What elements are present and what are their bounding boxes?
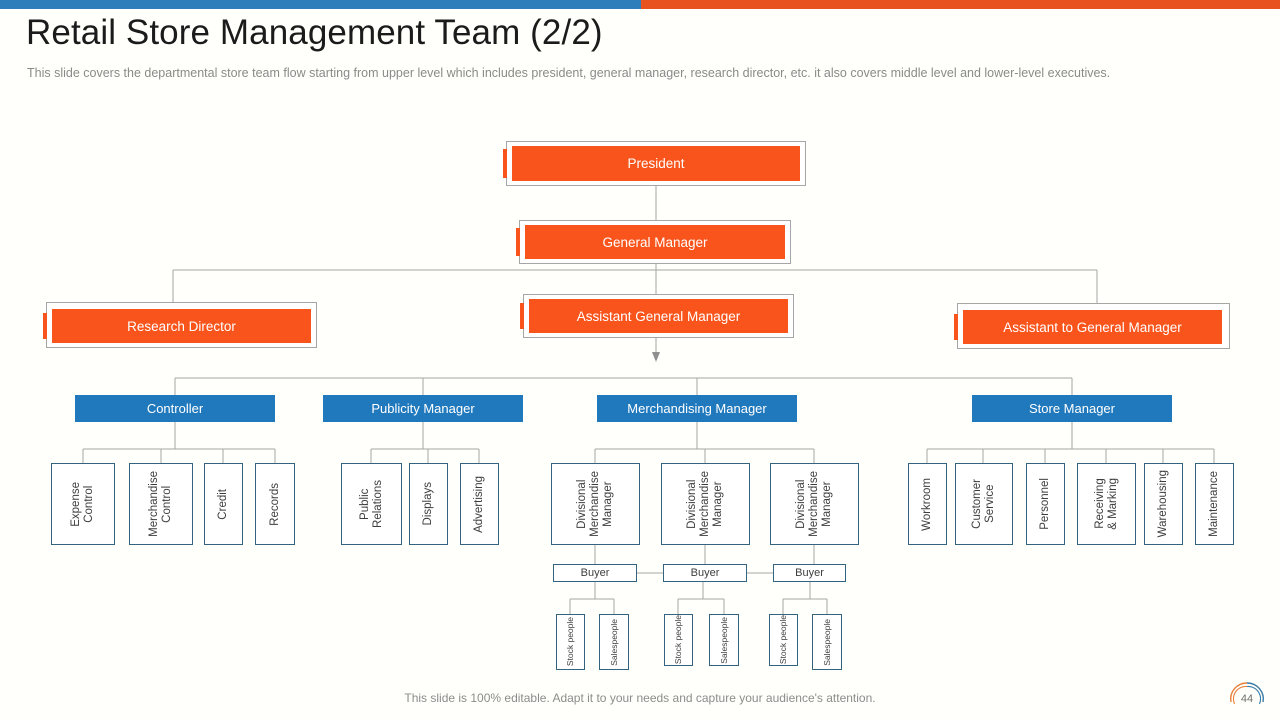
node-label: Stock people: [565, 617, 575, 667]
node-customer-service[interactable]: Customer Service: [955, 463, 1013, 545]
node-divisional-merchandise-manager-2[interactable]: Divisional Merchandise Manager: [661, 463, 750, 545]
node-general-manager[interactable]: General Manager: [525, 225, 785, 259]
node-merchandising-manager[interactable]: Merchandising Manager: [597, 395, 797, 422]
node-label: Displays: [422, 482, 434, 526]
node-public-relations[interactable]: Public Relations: [341, 463, 402, 545]
node-label: Divisional Merchandise Manager: [795, 471, 833, 537]
node-label: Workroom: [921, 477, 933, 531]
page-title: Retail Store Management Team (2/2): [26, 13, 603, 52]
top-bar-orange-segment: [641, 0, 1280, 9]
node-publicity-manager[interactable]: Publicity Manager: [323, 395, 523, 422]
node-label: Divisional Merchandise Manager: [686, 471, 724, 537]
node-divisional-merchandise-manager-1[interactable]: Divisional Merchandise Manager: [551, 463, 640, 545]
node-label: Salespeople: [608, 618, 619, 666]
node-stock-people-3[interactable]: Stock people: [769, 614, 798, 666]
node-buyer-1[interactable]: Buyer: [553, 564, 637, 582]
page-number-ring-icon: [1230, 682, 1264, 705]
node-salespeople-1[interactable]: Salespeople: [599, 614, 629, 670]
node-label: Warehousing: [1157, 470, 1169, 538]
node-label: Divisional Merchandise Manager: [576, 471, 614, 537]
node-assistant-general-manager[interactable]: Assistant General Manager: [529, 299, 788, 333]
page-number: 44: [1240, 693, 1254, 705]
node-label: Salespeople: [821, 618, 832, 666]
node-expense-control[interactable]: Expense Control: [51, 463, 115, 545]
node-label: Expense Control: [70, 481, 95, 527]
node-label: Maintenance: [1208, 471, 1220, 537]
node-label: Receiving & Marking: [1093, 478, 1119, 530]
node-personnel[interactable]: Personnel: [1026, 463, 1065, 545]
node-maintenance[interactable]: Maintenance: [1195, 463, 1234, 545]
node-stock-people-1[interactable]: Stock people: [556, 614, 585, 670]
top-accent-bar: [0, 0, 1280, 9]
node-divisional-merchandise-manager-3[interactable]: Divisional Merchandise Manager: [770, 463, 859, 545]
node-tab-assistant-general-manager: [520, 303, 524, 329]
node-label: Public Relations: [358, 480, 384, 528]
node-label: Salespeople: [718, 616, 729, 664]
node-tab-research-director: [43, 313, 47, 339]
node-credit[interactable]: Credit: [204, 463, 243, 545]
node-store-manager[interactable]: Store Manager: [972, 395, 1172, 422]
node-label: Personnel: [1039, 478, 1051, 530]
node-workroom[interactable]: Workroom: [908, 463, 947, 545]
node-label: Stock people: [673, 615, 683, 665]
node-stock-people-2[interactable]: Stock people: [664, 614, 693, 666]
node-warehousing[interactable]: Warehousing: [1144, 463, 1183, 545]
node-advertising[interactable]: Advertising: [460, 463, 499, 545]
node-label: Credit: [217, 488, 229, 520]
top-bar-blue-segment: [0, 0, 641, 9]
node-displays[interactable]: Displays: [409, 463, 448, 545]
footer-note: This slide is 100% editable. Adapt it to…: [404, 691, 876, 705]
node-buyer-2[interactable]: Buyer: [663, 564, 747, 582]
node-merchandise-control[interactable]: Merchandise Control: [129, 463, 193, 545]
node-label: Stock people: [778, 615, 788, 665]
node-receiving-and-marking[interactable]: Receiving & Marking: [1077, 463, 1136, 545]
node-president[interactable]: President: [512, 146, 800, 181]
node-buyer-3[interactable]: Buyer: [773, 564, 846, 582]
page-subtitle: This slide covers the departmental store…: [27, 66, 1111, 80]
node-label: Merchandise Control: [148, 471, 173, 537]
node-tab-president: [503, 149, 507, 178]
node-label: Advertising: [473, 475, 485, 533]
node-controller[interactable]: Controller: [75, 395, 275, 422]
node-assistant-to-general-manager[interactable]: Assistant to General Manager: [963, 310, 1222, 344]
node-label: Records: [268, 482, 281, 526]
node-salespeople-2[interactable]: Salespeople: [709, 614, 739, 666]
node-records[interactable]: Records: [255, 463, 295, 545]
node-label: Customer Service: [971, 479, 996, 529]
page-number-badge: 44: [1228, 680, 1266, 718]
node-tab-assistant-to-general-manager: [954, 314, 958, 340]
node-tab-general-manager: [516, 228, 520, 256]
node-research-director[interactable]: Research Director: [52, 309, 311, 343]
node-salespeople-3[interactable]: Salespeople: [812, 614, 842, 670]
